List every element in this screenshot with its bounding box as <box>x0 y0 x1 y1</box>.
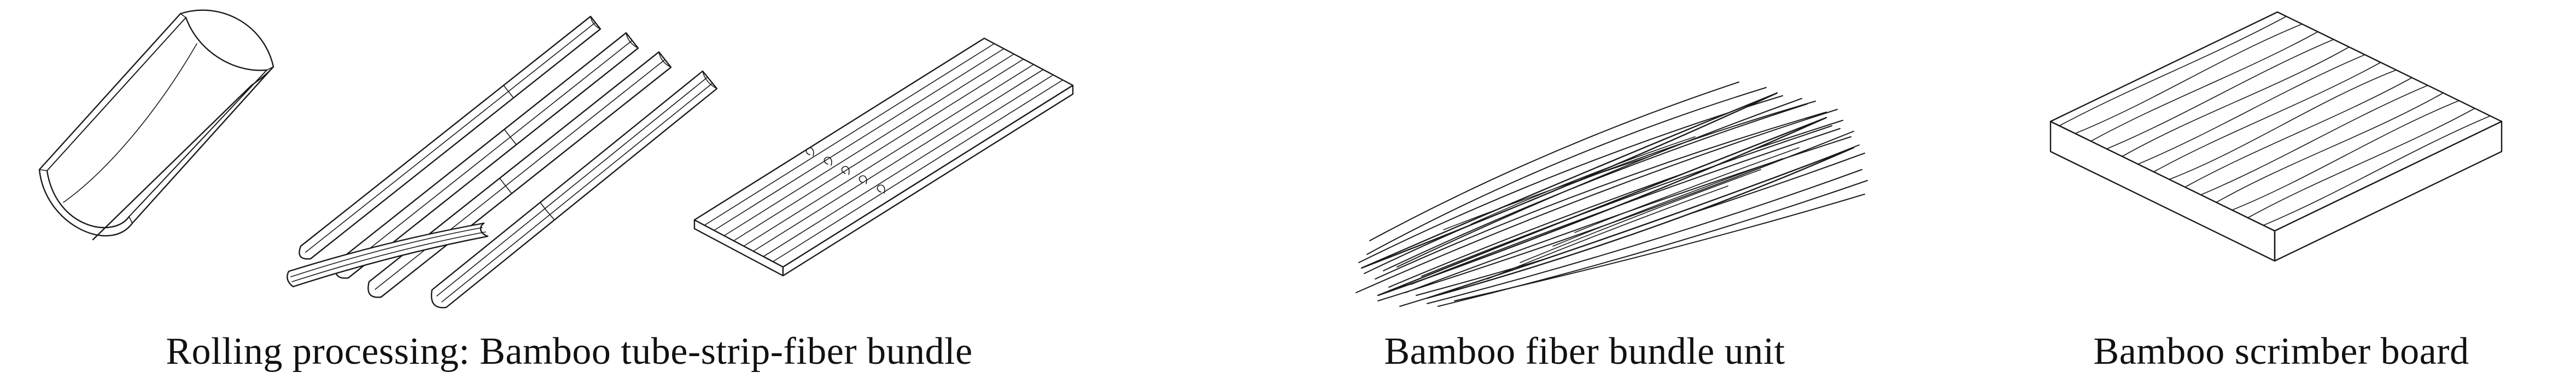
caption-fiber-bundle-unit: Bamboo fiber bundle unit <box>1384 330 1785 373</box>
bamboo-split-strips-icon <box>268 5 735 309</box>
caption-scrimber-board: Bamboo scrimber board <box>2093 330 2469 373</box>
bamboo-scrimber-board-icon <box>2042 7 2510 302</box>
bamboo-flattened-strip-icon <box>656 33 1099 279</box>
caption-rolling-processing: Rolling processing: Bamboo tube-strip-fi… <box>166 330 973 373</box>
bamboo-half-tube-icon <box>16 5 290 263</box>
bamboo-fiber-bundle-icon <box>1345 44 1870 315</box>
